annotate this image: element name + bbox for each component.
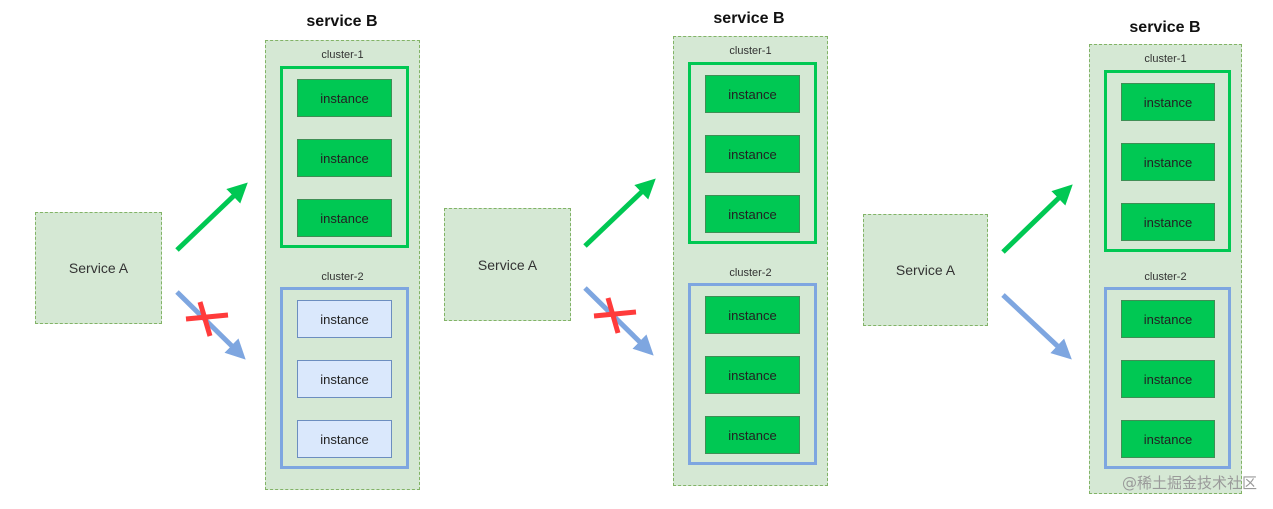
cluster-2-label: cluster-2 (729, 267, 772, 279)
cluster-2-label: cluster-2 (321, 271, 364, 283)
panel-2: Service A service B cluster-1 instance i… (444, 10, 828, 486)
service-b-title: service B (306, 13, 378, 30)
instance-box: instance (297, 139, 392, 177)
instance-box: instance (297, 420, 392, 458)
service-b-title: service B (1129, 19, 1201, 36)
instance-box: instance (297, 360, 392, 398)
instance-box: instance (705, 135, 800, 173)
blue-arrow-to-cluster-2 (1001, 293, 1072, 360)
instance-box: instance (1121, 203, 1215, 241)
green-arrow-to-cluster-1 (1001, 184, 1073, 254)
service-a-label: Service A (477, 256, 538, 273)
cluster-1: instance instance instance (688, 62, 817, 244)
instance-box: instance (1121, 83, 1215, 121)
service-a-label: Service A (68, 260, 129, 276)
cross-icon (185, 301, 229, 337)
service-b-title: service B (713, 10, 785, 27)
green-arrow-to-cluster-1 (175, 182, 248, 252)
service-a-box: Service A (444, 208, 571, 321)
cluster-2-label: cluster-2 (1144, 271, 1187, 283)
instance-box: instance (1121, 360, 1215, 398)
instance-box: instance (705, 195, 800, 233)
service-b-container: cluster-1 instance instance instance clu… (673, 36, 828, 486)
service-a-box: Service A (35, 212, 162, 324)
service-b-container: cluster-1 instance instance instance clu… (265, 40, 420, 490)
panel-1: Service A service B cluster-1 instance i… (0, 0, 420, 509)
cluster-1: instance instance instance (1104, 70, 1231, 252)
instance-box: instance (297, 199, 392, 237)
instance-box: instance (705, 416, 800, 454)
instance-box: instance (297, 79, 392, 117)
instance-box: instance (705, 296, 800, 334)
instance-box: instance (1121, 143, 1215, 181)
instance-box: instance (705, 356, 800, 394)
cluster-1-label: cluster-1 (321, 49, 364, 61)
cross-icon (593, 297, 637, 334)
cluster-2: instance instance instance (280, 287, 409, 469)
watermark: @稀土掘金技术社区 (1121, 474, 1257, 492)
cluster-1: instance instance instance (280, 66, 409, 248)
cluster-1-label: cluster-1 (1144, 53, 1187, 65)
service-b-container: cluster-1 instance instance instance clu… (1089, 44, 1242, 494)
service-a-label: Service A (895, 262, 956, 278)
cluster-1-label: cluster-1 (729, 45, 772, 57)
green-arrow-to-cluster-1 (583, 178, 656, 248)
service-a-box: Service A (863, 214, 988, 326)
cluster-2: instance instance instance (1104, 287, 1231, 469)
instance-box: instance (1121, 300, 1215, 338)
instance-box: instance (1121, 420, 1215, 458)
instance-box: instance (705, 75, 800, 113)
instance-box: instance (297, 300, 392, 338)
cluster-2: instance instance instance (688, 283, 817, 465)
